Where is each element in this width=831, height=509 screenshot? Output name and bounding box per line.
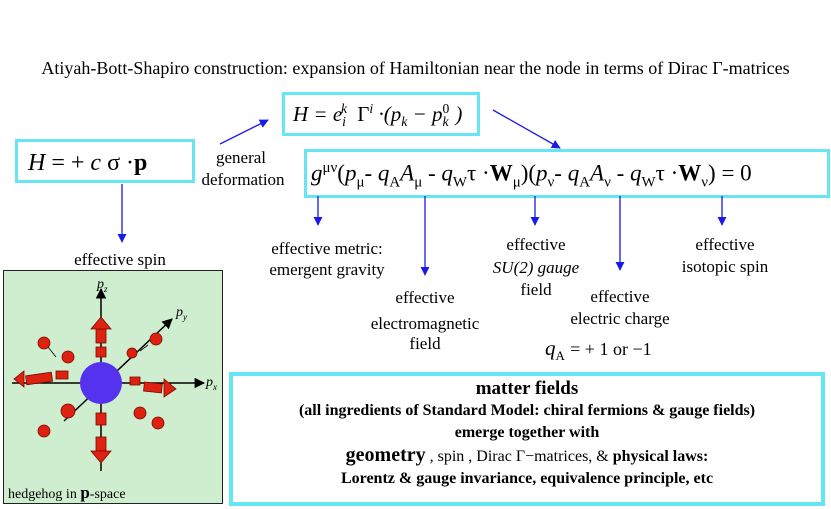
spin-dr (133, 406, 147, 420)
label-su2-3: field (520, 280, 552, 299)
matter-line-4-mid: , spin , Dirac Γ−matrices, & (425, 448, 613, 465)
matter-geometry: geometry (345, 444, 426, 466)
hedgehog-diagram (12, 287, 206, 471)
matter-line-3: emerge together with (454, 424, 600, 441)
label-metric-1: effective metric: (271, 239, 383, 258)
spin-ul (37, 336, 51, 350)
label-effective-spin: effective spin (74, 250, 166, 269)
charge-values: qA = + 1 or −1 (545, 336, 652, 364)
spin-dl-2 (37, 424, 51, 438)
label-su2-2: SU(2) gauge (492, 258, 580, 277)
label-metric-2: emergent gravity (269, 260, 385, 279)
matter-physical-laws: physical laws: (612, 448, 709, 465)
label-em-1: effective (395, 288, 455, 307)
arrow-to-equation (492, 109, 561, 149)
spin-right (143, 378, 177, 398)
spin-right-2 (129, 376, 141, 386)
matter-line-4: geometry , spin , Dirac Γ−matrices, & ph… (233, 444, 821, 468)
hamiltonian-expansion-formula: H = eik Γi ·(pk − pk0) (293, 101, 463, 130)
label-deformation: deformation (201, 170, 285, 189)
matter-line-5: Lorentz & gauge invariance, equivalence … (340, 470, 714, 487)
axis-py-label: py (176, 305, 188, 322)
dirac-hamiltonian-box: H = + c σ ·p (15, 139, 195, 183)
axis-px-label: px (206, 375, 218, 392)
spin-ul-2 (61, 350, 75, 364)
hamiltonian-expansion-box: H = eik Γi ·(pk − pk0) (282, 92, 480, 136)
matter-fields-box: matter fields (all ingredients of Standa… (229, 372, 825, 506)
spin-ur (149, 332, 163, 346)
axis-pz-label: pz (97, 277, 108, 294)
spin-up-1 (90, 316, 112, 344)
slide-title: Atiyah-Bott-Shapiro construction: expans… (41, 58, 790, 78)
hedgehog-caption: hedgehog in p-space (8, 483, 126, 502)
spin-left (13, 370, 54, 388)
spin-up-2 (95, 346, 107, 358)
spin-dl (60, 403, 76, 419)
label-charge-1: effective (590, 287, 650, 306)
node-sphere (80, 362, 122, 404)
arrow-deformation-up (219, 119, 269, 145)
charge-values-text: = + 1 or −1 (570, 339, 652, 359)
spin-down-1 (95, 412, 107, 426)
hedgehog-panel: pz py px hedgehog in p-space (3, 270, 223, 504)
dirac-hamiltonian-formula: H = + c σ ·p (28, 150, 148, 176)
label-em-2: electromagnetic (370, 314, 480, 333)
label-em-3: field (409, 334, 441, 353)
spin-dr-2 (151, 416, 165, 430)
matter-line-2: (all ingredients of Standard Model: chir… (298, 402, 756, 419)
spin-ur-2 (126, 347, 138, 359)
field-equation-box: gμν(pμ- qAAμ - qWτ ·Wμ)(pν- qAAν - qWτ ·… (304, 149, 830, 198)
label-iso-1: effective (695, 235, 755, 254)
field-equation: gμν(pμ- qAAμ - qWτ ·Wμ)(pν- qAAν - qWτ ·… (311, 160, 752, 191)
label-su2-1: effective (506, 235, 566, 254)
label-general: general (215, 148, 267, 167)
label-charge-2: electric charge (570, 309, 670, 328)
spin-left-2 (55, 370, 69, 380)
matter-line-1: matter fields (475, 378, 579, 399)
spin-down-2 (90, 436, 112, 464)
label-iso-2: isotopic spin (681, 257, 769, 276)
